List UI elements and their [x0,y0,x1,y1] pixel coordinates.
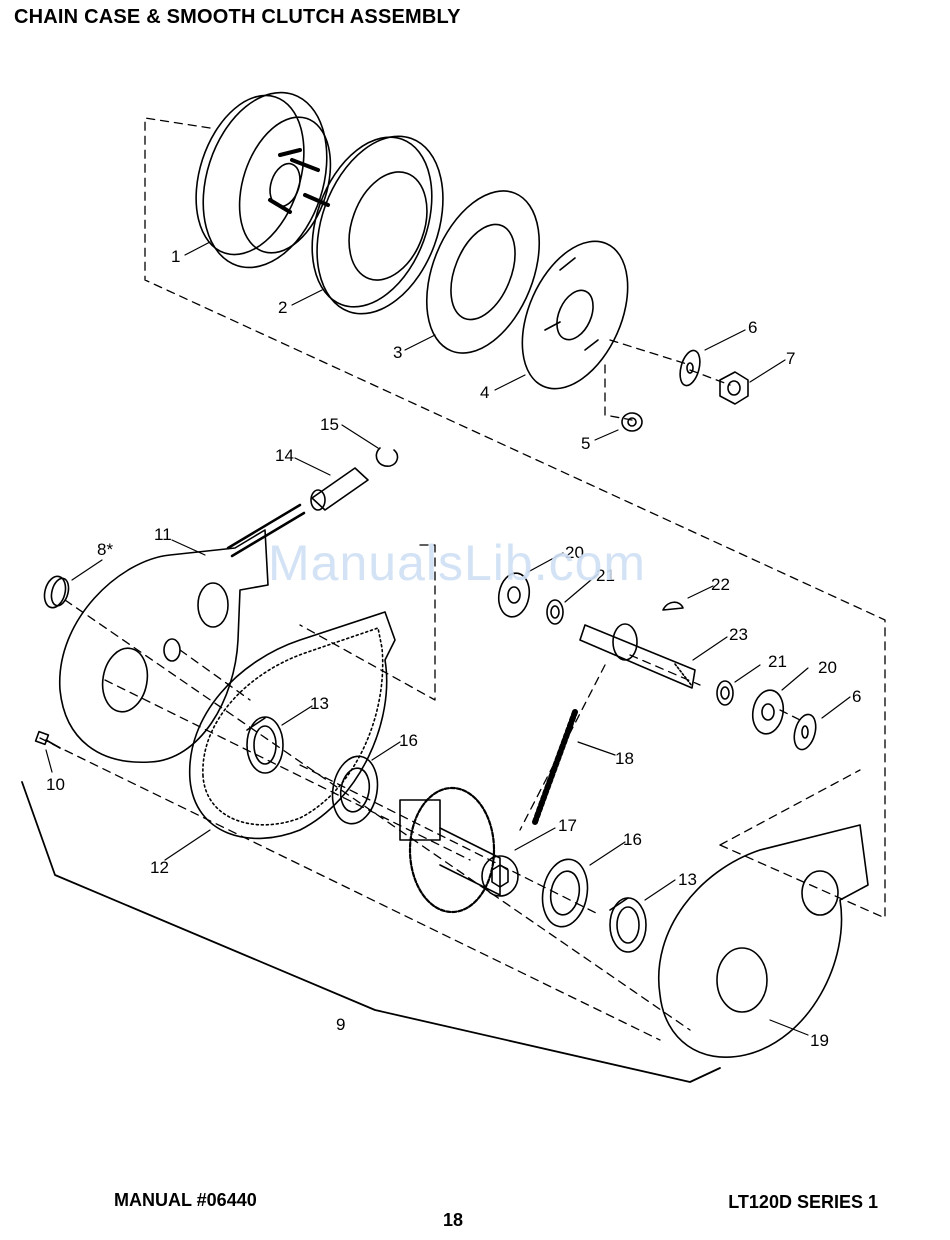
bolt-part-10 [36,732,60,748]
callout-13-right: 13 [678,870,697,889]
clutch-drum-part-2 [290,119,466,332]
callout-6-upper: 6 [748,318,757,337]
friction-disc-part-3 [405,174,561,369]
bushing-part-14 [311,468,368,510]
retaining-ring-part-15 [376,448,397,466]
oil-seal-part-16-right [537,856,592,931]
manual-number: MANUAL #06440 [114,1190,257,1211]
callout-labels: 1 2 3 4 5 6 7 8* 9 10 11 12 13 13 14 15 … [46,247,861,1050]
callout-3: 3 [393,343,402,362]
manualslib-watermark: ManualsLib.com [268,534,646,592]
callout-10: 10 [46,775,65,794]
sprocket-part-17 [400,788,518,912]
callout-6-lower: 6 [852,687,861,706]
callout-13-left: 13 [310,694,329,713]
callout-15: 15 [320,415,339,434]
needle-bearing-part-13-left [247,717,283,773]
pulley-part-1 [177,76,348,283]
callout-9: 9 [336,1015,345,1034]
callout-16-right: 16 [623,830,642,849]
needle-bearing-part-13-right [610,898,646,952]
callout-5: 5 [581,434,590,453]
plug-part-8 [41,574,71,610]
nut-part-5 [622,413,642,431]
nut-part-7 [720,372,748,404]
chain-part-18 [535,712,575,822]
pressure-plate-part-4 [501,225,648,405]
chain-case-right-part-19 [659,825,868,1057]
callout-19: 19 [810,1031,829,1050]
callout-14: 14 [275,446,294,465]
model-series: LT120D SERIES 1 [728,1192,878,1213]
callout-21-lower: 21 [768,652,787,671]
callout-23: 23 [729,625,748,644]
callout-18: 18 [615,749,634,768]
callout-12: 12 [150,858,169,877]
callout-17: 17 [558,816,577,835]
callout-2: 2 [278,298,287,317]
callout-22: 22 [711,575,730,594]
callout-8: 8* [97,540,113,559]
callout-20-lower: 20 [818,658,837,677]
spacer-part-21-upper [547,600,563,624]
spacer-part-21-lower [717,681,733,705]
callout-1: 1 [171,247,180,266]
key-part-22 [663,602,683,610]
shaft-part-23 [580,624,695,688]
callout-16-left: 16 [399,731,418,750]
callout-7: 7 [786,349,795,368]
callout-11: 11 [154,525,172,544]
washer-part-6-upper [677,348,704,387]
bearing-part-20-lower [749,688,786,737]
callout-4: 4 [480,383,489,402]
page-number: 18 [443,1210,463,1231]
assembly-bracket-part-9 [22,782,720,1082]
